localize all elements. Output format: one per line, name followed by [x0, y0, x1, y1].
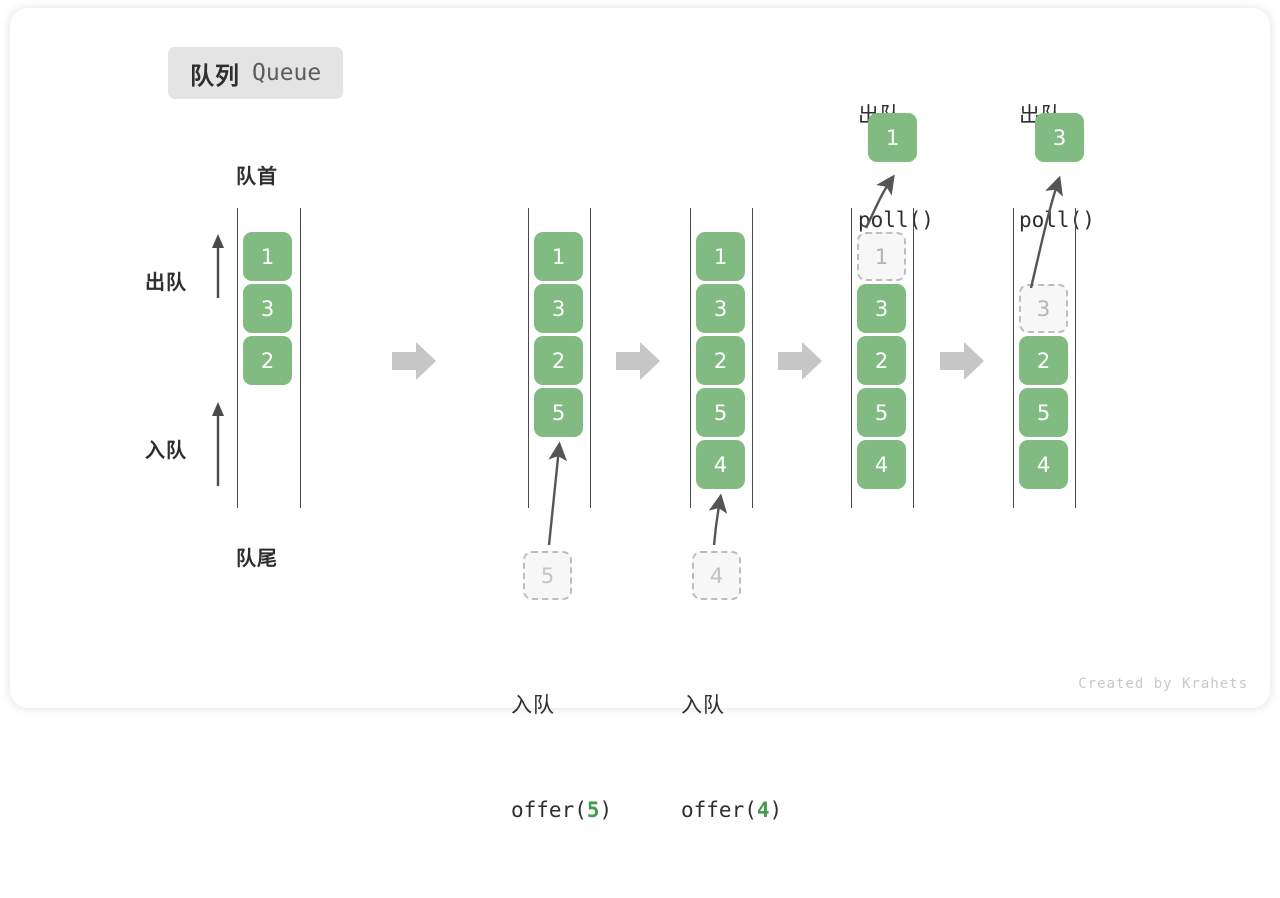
stage3-cell-4: 4 — [696, 440, 745, 489]
stage1-rail-left — [237, 208, 238, 508]
stage2-caption: 入队 offer(5) — [511, 618, 612, 898]
title-chinese: 队列 — [190, 62, 240, 90]
stage3-rail-right — [752, 208, 753, 508]
stage5-header: 出队 poll() — [1019, 28, 1095, 308]
stage3-cell-0: 1 — [696, 232, 745, 281]
enqueue-direction-arrow-icon — [208, 400, 228, 493]
enqueue-direction-label: 入队 — [145, 440, 187, 462]
stage2-rail-left — [528, 208, 529, 508]
stage3-cell-1: 3 — [696, 284, 745, 333]
stage3-pending-cell: 4 — [692, 551, 741, 600]
stage5-cell-1: 5 — [1019, 388, 1068, 437]
flow-arrow-4 — [940, 340, 984, 380]
stage2-code-post: ) — [599, 798, 613, 822]
stage4-rail-left — [851, 208, 852, 508]
stage3-code-arg: 4 — [756, 798, 770, 822]
stage3-cell-2: 2 — [696, 336, 745, 385]
flow-arrow-3 — [778, 340, 822, 380]
stage4-cell-3: 4 — [857, 440, 906, 489]
stage5-cell-2: 4 — [1019, 440, 1068, 489]
stage2-caption-cn: 入队 — [511, 694, 555, 717]
dequeue-direction-arrow-icon — [208, 232, 228, 305]
stage3-insert-arrow-icon — [708, 493, 728, 546]
stage2-cell-2: 2 — [534, 336, 583, 385]
stage3-cell-3: 5 — [696, 388, 745, 437]
stage2-pending-cell: 5 — [523, 551, 572, 600]
stage2-insert-arrow-icon — [547, 441, 568, 546]
stage4-cell-1: 2 — [857, 336, 906, 385]
stage1-cell-2: 2 — [243, 336, 292, 385]
stage4-rail-right — [913, 208, 914, 508]
stage4-popped-cell: 1 — [868, 113, 917, 162]
stage2-cell-1: 3 — [534, 284, 583, 333]
stage3-code-post: ) — [769, 798, 783, 822]
stage5-header-code: poll() — [1019, 208, 1095, 232]
stage1-rail-right — [300, 208, 301, 508]
flow-arrow-2 — [616, 340, 660, 380]
stage3-caption: 入队 offer(4) — [681, 618, 782, 898]
stage2-cell-0: 1 — [534, 232, 583, 281]
diagram-title-badge: 队列 Queue — [168, 47, 344, 99]
stage1-cell-1: 3 — [243, 284, 292, 333]
stage2-code-arg: 5 — [586, 798, 600, 822]
stage5-popped-cell: 3 — [1035, 113, 1084, 162]
stage5-rail-right — [1075, 208, 1076, 508]
credit-label: Created by Krahets — [1078, 676, 1248, 692]
stage2-code-pre: offer( — [511, 798, 587, 822]
stage5-rail-left — [1013, 208, 1014, 508]
stage4-cell-0: 3 — [857, 284, 906, 333]
stage5-cell-0: 2 — [1019, 336, 1068, 385]
title-english: Queue — [252, 60, 322, 86]
stage4-ghost-cell: 1 — [857, 232, 906, 281]
stage2-cell-3: 5 — [534, 388, 583, 437]
stage2-caption-code: offer(5) — [511, 793, 612, 828]
stage1-cell-0: 1 — [243, 232, 292, 281]
stage4-cell-2: 5 — [857, 388, 906, 437]
stage3-caption-code: offer(4) — [681, 793, 782, 828]
stage3-rail-left — [690, 208, 691, 508]
stage2-rail-right — [590, 208, 591, 508]
queue-head-label: 队首 — [236, 166, 278, 188]
stage3-caption-cn: 入队 — [681, 694, 725, 717]
stage3-code-pre: offer( — [681, 798, 757, 822]
stage5-ghost-cell: 3 — [1019, 284, 1068, 333]
queue-tail-label: 队尾 — [236, 548, 278, 570]
dequeue-direction-label: 出队 — [145, 272, 187, 294]
diagram-stage: 队列 Queue 队首 队尾 出队 入队 1 3 2 1 3 2 5 5 入队 — [145, 28, 1248, 822]
flow-arrow-1 — [392, 340, 436, 380]
